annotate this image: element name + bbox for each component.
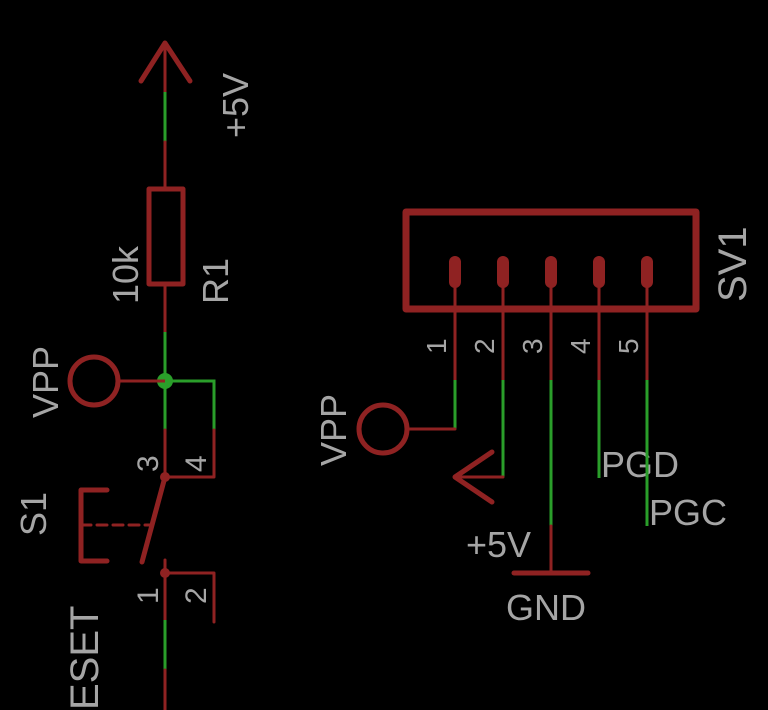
header-pin-1-label: 1 bbox=[421, 338, 452, 354]
header-pin-3-label: 3 bbox=[517, 338, 548, 354]
resistor-value: 10k bbox=[105, 245, 146, 304]
vpp-label-left: VPP bbox=[25, 346, 66, 418]
supply-label: +5V bbox=[215, 73, 256, 138]
resistor-name: R1 bbox=[195, 258, 236, 304]
header-name: SV1 bbox=[711, 226, 755, 302]
pgd-label: PGD bbox=[601, 444, 679, 485]
supply-label-right: +5V bbox=[466, 524, 531, 565]
resistor-r1[interactable] bbox=[146, 186, 186, 287]
supply-arrow-icon bbox=[452, 449, 495, 505]
switch-s1[interactable] bbox=[78, 428, 216, 624]
switch-pin-4: 4 bbox=[180, 455, 213, 472]
gnd-label: GND bbox=[506, 587, 586, 628]
header-pin-4-label: 4 bbox=[565, 338, 596, 354]
switch-pin-1: 1 bbox=[132, 587, 165, 604]
net-wire bbox=[165, 379, 216, 430]
pgc-label: PGC bbox=[649, 492, 727, 533]
header-pin-5-label: 5 bbox=[613, 338, 644, 354]
header-pin-2-label: 2 bbox=[469, 338, 500, 354]
switch-pin-2: 2 bbox=[180, 587, 213, 604]
switch-name: S1 bbox=[13, 492, 54, 536]
reset-label: ESET bbox=[63, 606, 107, 710]
supply-arrow-icon bbox=[138, 40, 193, 94]
switch-pin-3: 3 bbox=[132, 455, 165, 472]
vpp-connector-icon[interactable] bbox=[356, 402, 410, 456]
vpp-label-right: VPP bbox=[313, 394, 354, 466]
header-pins bbox=[449, 256, 653, 382]
